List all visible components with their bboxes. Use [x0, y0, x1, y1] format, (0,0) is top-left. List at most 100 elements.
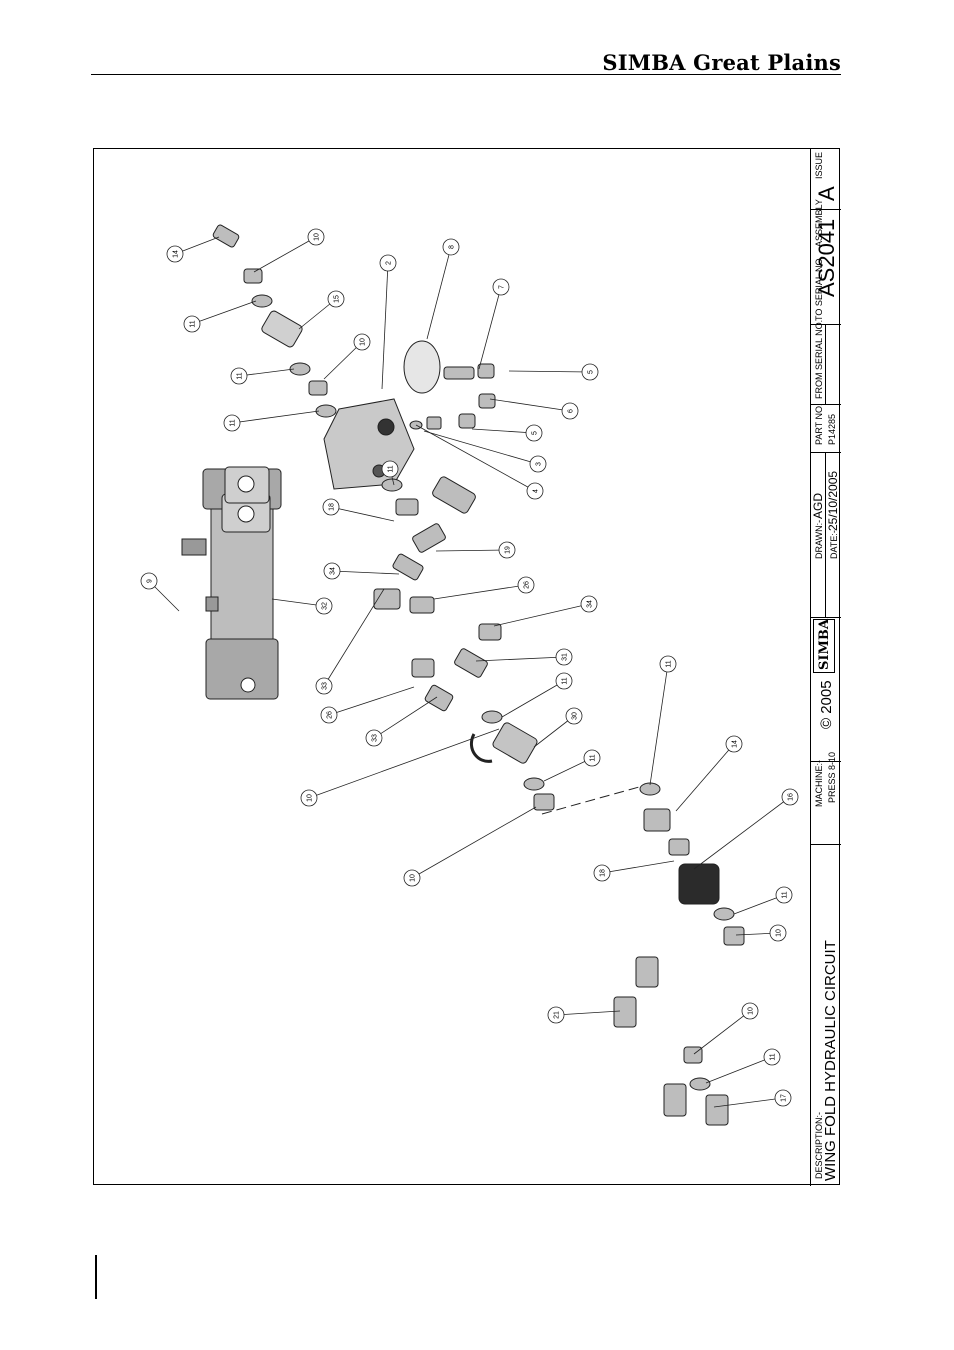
- balloon-label: 10: [360, 338, 367, 346]
- balloon-label: 10: [314, 233, 321, 241]
- balloon-leader-line: [323, 588, 385, 687]
- balloon-leader-line: [253, 236, 317, 273]
- balloon-label: 11: [590, 754, 597, 761]
- balloon-leader-line: [191, 300, 257, 325]
- title-block-divider: [810, 209, 841, 210]
- balloon-circle: [547, 1006, 565, 1024]
- balloon-label: 30: [572, 712, 579, 720]
- balloon-leader-line: [433, 584, 527, 600]
- balloon-label: 4: [533, 489, 540, 493]
- balloon-circle: [583, 749, 601, 767]
- balloon-circle: [492, 278, 510, 296]
- balloon-circle: [442, 238, 460, 256]
- balloon-label: 34: [587, 600, 594, 608]
- balloon-label: 33: [372, 734, 379, 742]
- balloon-label: 21: [554, 1011, 561, 1019]
- balloon-label: 11: [666, 660, 673, 667]
- balloon-leader-line: [381, 262, 389, 390]
- assembly-value: AS2041: [814, 218, 839, 297]
- balloon-leader-line: [601, 860, 675, 874]
- balloon-circle: [526, 482, 544, 500]
- balloon-leader-line: [328, 686, 415, 716]
- balloon-circle: [769, 924, 787, 942]
- simba-logo: SIMBA: [813, 619, 835, 673]
- balloon-circle: [183, 315, 201, 333]
- balloon-label: 11: [190, 320, 197, 327]
- balloon-leader-line: [411, 806, 537, 879]
- title-block-divider: [810, 844, 841, 845]
- balloon-circle: [323, 562, 341, 580]
- balloon-leader-line: [238, 368, 295, 377]
- balloon-circle: [327, 290, 345, 308]
- part-no-label: PART NO.: [814, 403, 824, 445]
- balloon-leader-line: [308, 728, 500, 799]
- balloon-leader-line: [508, 370, 591, 373]
- date-value: 25/10/2005: [826, 470, 840, 531]
- balloon-label: 19: [505, 546, 512, 554]
- balloon-leader-line: [675, 743, 735, 812]
- balloon-label: 11: [562, 677, 569, 684]
- balloon-leader-line: [649, 663, 669, 786]
- balloon-circle: [580, 595, 598, 613]
- title-block-divider: [810, 617, 841, 618]
- balloon-circle: [529, 455, 547, 473]
- balloon-leader-line: [543, 757, 593, 782]
- balloon-circle: [555, 648, 573, 666]
- balloon-leader-line: [478, 286, 502, 370]
- balloon-label: 10: [410, 874, 417, 882]
- balloon-leader-line: [471, 428, 535, 434]
- balloon-leader-line: [271, 598, 325, 607]
- cylinder-part: [181, 466, 282, 700]
- balloon-circle: [565, 707, 583, 725]
- machine-label: MACHINE:-: [814, 760, 824, 807]
- balloon-circle: [315, 677, 333, 695]
- balloon-label: 6: [568, 409, 575, 413]
- balloon-leader-line: [475, 656, 565, 662]
- balloon-circle: [774, 1089, 792, 1107]
- machine-value: PRESS 8-10: [827, 751, 837, 803]
- exploded-parts-drawing: 1410111511101128756534111819342693233343…: [140, 224, 799, 1126]
- balloon-label: 26: [327, 711, 334, 719]
- balloon-circle: [381, 460, 399, 478]
- balloon-label: 15: [334, 295, 341, 303]
- balloon-leader-line: [423, 430, 539, 465]
- balloon-label: 32: [322, 602, 329, 610]
- balloon-circle: [561, 402, 579, 420]
- balloon-leader-line: [435, 549, 508, 552]
- balloon-leader-line: [489, 398, 571, 412]
- balloon-leader-line: [705, 1056, 773, 1084]
- balloon-circle: [741, 1002, 759, 1020]
- issue-label: ISSUE: [814, 151, 824, 179]
- title-block-divider: [825, 452, 826, 617]
- balloon-label: 18: [329, 503, 336, 511]
- balloon-circle: [223, 414, 241, 432]
- balloon-label: 3: [536, 462, 543, 466]
- balloon-label: 14: [173, 250, 180, 258]
- balloon-circle: [353, 333, 371, 351]
- balloon-leader-line: [330, 506, 395, 522]
- pressure-gauge-part: [403, 340, 475, 394]
- balloon-circle: [320, 706, 338, 724]
- balloon-circle: [300, 789, 318, 807]
- balloon-circle: [307, 228, 325, 246]
- balloon-label: 9: [147, 579, 154, 583]
- balloon-label: 26: [524, 581, 531, 589]
- manifold-block-part: [323, 398, 415, 490]
- balloon-circle: [140, 572, 158, 590]
- issue-value: A: [814, 186, 839, 201]
- balloon-label: 11: [230, 419, 237, 426]
- title-block-divider: [810, 404, 841, 405]
- title-block-border: [810, 149, 811, 1186]
- date-label: DATE:-: [829, 530, 839, 559]
- balloon-label: 16: [788, 793, 795, 801]
- balloon-circle: [659, 655, 677, 673]
- balloon-leader-line: [415, 424, 536, 492]
- copyright: © 2005: [818, 680, 835, 729]
- balloon-leader-line: [493, 603, 590, 627]
- balloon-circle: [230, 367, 248, 385]
- balloon-label: 11: [782, 891, 789, 898]
- title-block-divider: [810, 761, 841, 762]
- balloon-label: 10: [307, 794, 314, 802]
- balloon-leader-line: [231, 410, 320, 424]
